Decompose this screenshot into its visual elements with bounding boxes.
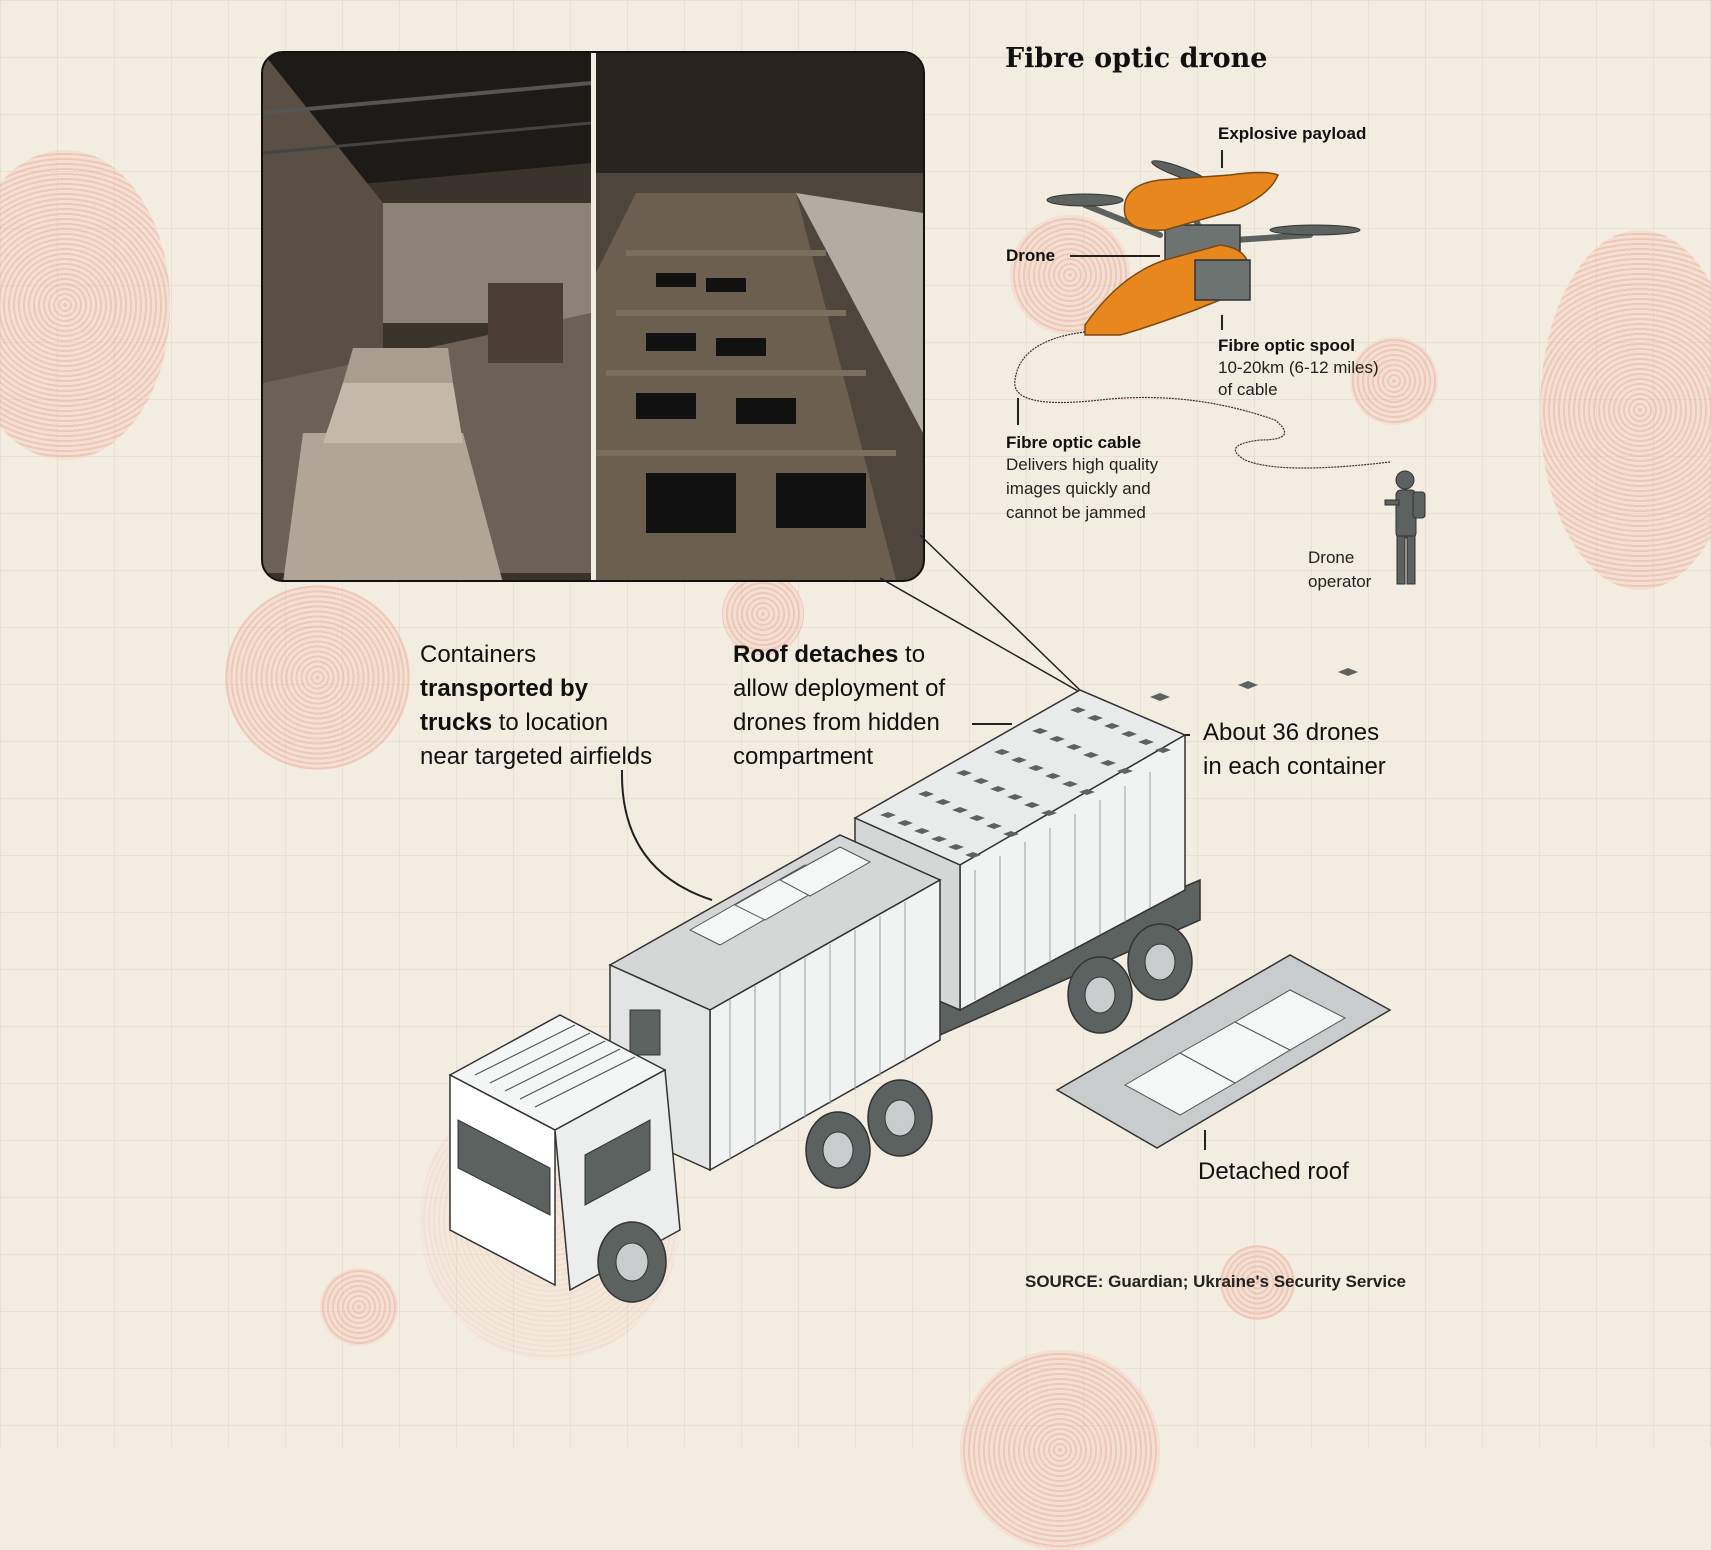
container-drone-icon — [1083, 752, 1099, 758]
container-drone-icon — [1087, 715, 1103, 721]
label-fibre-optic-spool: Fibre optic spool 10-20km (6-12 miles) o… — [1218, 336, 1379, 399]
photo-left-warehouse — [263, 53, 591, 580]
label-explosive-payload: Explosive payload — [1218, 124, 1367, 143]
container-drone-icon — [986, 823, 1002, 829]
label-drone: Drone — [1006, 246, 1056, 265]
container-drone-icon — [1041, 810, 1057, 816]
decor-circle — [1350, 337, 1438, 425]
diagram-title: Fibre optic drone — [1005, 43, 1268, 74]
container-drone-icon — [969, 815, 985, 821]
truck-wheels — [597, 923, 1193, 1303]
drone-illustration — [1014, 150, 1426, 585]
container-drone-icon — [994, 749, 1010, 755]
container-drone-icon — [931, 836, 947, 842]
container-drone-icon — [1024, 802, 1040, 808]
decor-circle — [1540, 230, 1711, 590]
label-fibre-optic-cable: Fibre optic cable Delivers high quality … — [1006, 433, 1159, 522]
decor-circle — [225, 585, 410, 770]
fibre-optic-cable-line — [1014, 331, 1391, 469]
container-drone-icon — [1100, 760, 1116, 766]
container-drone-icon — [1062, 781, 1078, 787]
annotation-containers-transported: Containers transported by trucks to loca… — [420, 641, 653, 770]
container-drone-icon — [990, 786, 1006, 792]
container-drone-icon — [1155, 747, 1171, 753]
label-drone-operator: Drone operator — [1308, 548, 1372, 591]
container-drone-icon — [1121, 731, 1137, 737]
container-drone-icon — [1045, 773, 1061, 779]
container-drone-icon — [1138, 739, 1154, 745]
container-drone-icon — [880, 812, 896, 818]
container-drone-icon — [973, 778, 989, 784]
container-drone-icon — [1104, 723, 1120, 729]
container-drone-icon — [1049, 736, 1065, 742]
container-drone-icon — [952, 807, 968, 813]
container-drone-icon — [1028, 765, 1044, 771]
container-drone-icon — [918, 791, 934, 797]
source-credit: SOURCE: Guardian; Ukraine's Security Ser… — [1025, 1272, 1407, 1291]
warehouse-photo — [261, 51, 925, 582]
decor-circle — [0, 150, 170, 460]
drone-grid — [880, 707, 1171, 858]
connector-lines — [620, 534, 1206, 1150]
container-drone-icon — [965, 852, 981, 858]
decor-circle — [722, 573, 804, 655]
photo-right-drones — [596, 53, 923, 580]
truck-illustration — [448, 668, 1392, 1303]
annotation-drones-per-container: About 36 drones in each container — [1203, 719, 1386, 780]
flying-drones — [1150, 668, 1358, 701]
container-drone-icon — [1066, 744, 1082, 750]
container-drone-icon — [935, 799, 951, 805]
decor-circle — [320, 1268, 398, 1346]
explosive-payload-shape — [1123, 171, 1279, 231]
container-drone-icon — [1117, 768, 1133, 774]
container-drone-icon — [1032, 728, 1048, 734]
decor-circle — [1220, 1245, 1295, 1320]
annotation-roof-detaches: Roof detaches to allow deployment of dro… — [733, 641, 946, 770]
container-drone-icon — [948, 844, 964, 850]
container-drone-icon — [1011, 757, 1027, 763]
annotation-detached-roof: Detached roof — [1198, 1158, 1349, 1185]
container-drone-icon — [956, 770, 972, 776]
container-drone-icon — [1003, 831, 1019, 837]
container-drone-icon — [914, 828, 930, 834]
container-drone-icon — [1007, 794, 1023, 800]
container-drone-icon — [1079, 789, 1095, 795]
container-drone-icon — [897, 820, 913, 826]
drone-operator-figure — [1384, 470, 1426, 585]
container-drone-icon — [1070, 707, 1086, 713]
